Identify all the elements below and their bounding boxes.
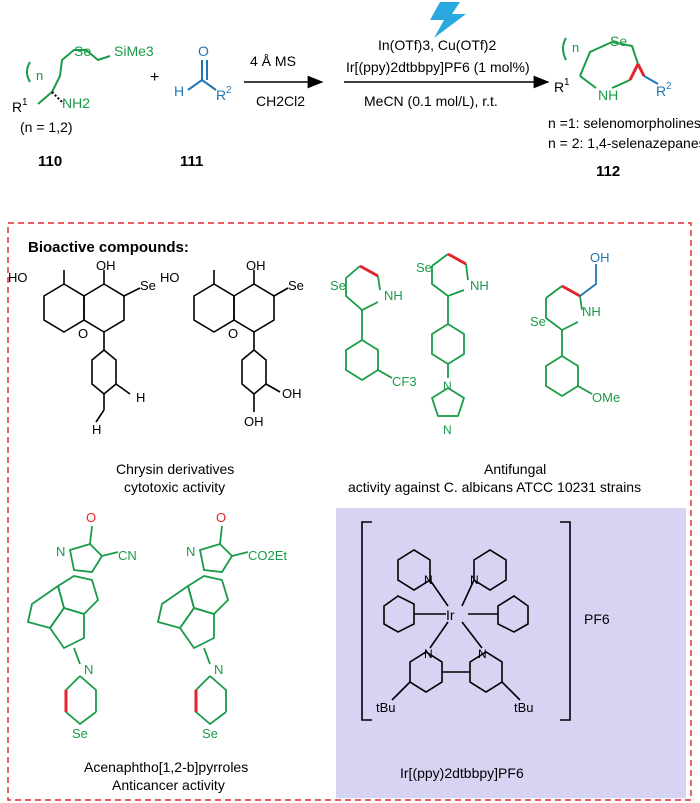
cat-atom-tbu-2: tBu: [514, 700, 534, 715]
chrysin1-atom-h2: H: [92, 422, 101, 437]
af2-atom-nh: NH: [470, 278, 489, 293]
atom-r2: R: [216, 87, 226, 103]
arrow2-below: MeCN (0.1 mol/L), r.t.: [364, 93, 498, 109]
antifungal-structure-2: [430, 252, 469, 417]
label-112: 112: [596, 163, 620, 180]
ac2-atom-o: O: [216, 510, 226, 525]
af2-atom-n2: N: [443, 423, 452, 437]
atom-sime3: SiMe3: [114, 43, 154, 59]
product-note-2: n = 2: 1,4-selenazepanes: [548, 135, 700, 151]
chrysin-caption-2: cytotoxic activity: [124, 479, 225, 495]
chrysin1-atom-oh: OH: [96, 258, 116, 273]
catalyst-panel: [336, 508, 686, 798]
product-atom-r2-sup: 2: [666, 81, 672, 92]
antifungal-structure-1: [345, 264, 393, 382]
label-111: 111: [180, 153, 203, 170]
product-atom-nh: NH: [598, 87, 618, 103]
chrysin-caption-1: Chrysin derivatives: [116, 461, 234, 477]
cat-atom-n4: N: [478, 647, 487, 661]
light-bolt-icon: [430, 2, 466, 38]
chrysin1-atom-ho: HO: [8, 270, 28, 285]
ac2-atom-n: N: [186, 544, 195, 559]
ac1-atom-se: Se: [72, 726, 88, 741]
af1-atom-se: Se: [330, 278, 346, 293]
product-atom-r1: R: [554, 79, 564, 95]
label-110: 110: [38, 153, 62, 170]
chrysin1-atom-se: Se: [140, 278, 156, 293]
af3-atom-oh: OH: [590, 250, 610, 265]
antifungal-caption-1: Antifungal: [484, 461, 546, 477]
cat-atom-tbu-1: tBu: [376, 700, 396, 715]
af1-atom-nh: NH: [384, 288, 403, 303]
ac2-atom-se: Se: [202, 726, 218, 741]
chrysin2-atom-oh3: OH: [244, 414, 264, 429]
reactant-111: [187, 60, 217, 91]
cat-atom-ir: Ir: [446, 607, 455, 623]
product-atom-r2: R: [656, 83, 666, 99]
product-112: [562, 37, 659, 89]
product-atom-n: n: [572, 40, 579, 55]
chrysin1-atom-o: O: [78, 326, 88, 341]
cat-atom-n3: N: [424, 647, 433, 661]
product-note-1: n =1: selenomorpholines: [548, 115, 700, 131]
box-title: Bioactive compounds:: [28, 239, 189, 256]
arrow1-below: CH2Cl2: [256, 93, 305, 109]
ac2-atom-co2et: CO2Et: [248, 548, 287, 563]
acenaphtho-structure-1: [26, 525, 119, 726]
bioactive-box: [7, 222, 692, 801]
plus-sign: +: [150, 69, 159, 86]
af3-atom-nh: NH: [582, 304, 601, 319]
ac1-atom-n2: N: [84, 662, 93, 677]
chrysin-structure-1: [43, 270, 141, 423]
cat-atom-n1: N: [424, 573, 433, 587]
atom-h: H: [174, 83, 184, 99]
arrow1-above: 4 Å MS: [250, 53, 296, 69]
catalyst-caption: Ir[(ppy)2dtbbpy]PF6: [400, 765, 524, 781]
chrysin2-atom-o: O: [228, 326, 238, 341]
ac1-atom-cn: CN: [118, 548, 137, 563]
acenaphtho-caption-2: Anticancer activity: [112, 777, 225, 793]
arrow2-above-1: In(OTf)3, Cu(OTf)2: [378, 37, 496, 53]
chrysin-structure-2: [193, 270, 289, 412]
chrysin2-atom-se: Se: [288, 278, 304, 293]
acenaphtho-caption-1: Acenaphtho[1,2-b]pyrroles: [84, 759, 248, 775]
ir-complex-structure: [383, 549, 529, 701]
atom-nh2: NH2: [62, 95, 90, 111]
ac2-atom-n2: N: [214, 662, 223, 677]
chrysin2-atom-oh2: OH: [282, 386, 302, 401]
atom-n-index: n: [36, 68, 43, 83]
ac1-atom-o: O: [86, 510, 96, 525]
product-atom-r1-sup: 1: [564, 77, 570, 88]
reactant-110: [26, 49, 111, 105]
antifungal-structure-3: [545, 264, 597, 398]
chrysin2-atom-ho: HO: [160, 270, 180, 285]
product-atom-se: Se: [610, 33, 627, 49]
arrow2-above-2: Ir[(ppy)2dtbbpy]PF6 (1 mol%): [346, 59, 530, 75]
atom-se: Se: [74, 43, 91, 59]
atom-r1: R: [12, 99, 22, 115]
ac1-atom-n: N: [56, 544, 65, 559]
antifungal-caption-2: activity against C. albicans ATCC 10231 …: [348, 479, 641, 495]
atom-o: O: [198, 43, 209, 59]
cat-pf6: PF6: [584, 611, 610, 627]
af3-atom-se: Se: [530, 314, 546, 329]
atom-r2-sup: 2: [226, 85, 232, 96]
cat-atom-n2: N: [470, 573, 479, 587]
chrysin1-atom-h1: H: [136, 390, 145, 405]
af1-atom-cf3: CF3: [392, 374, 417, 389]
acenaphtho-structure-2: [156, 525, 249, 726]
catalyst-brackets: [361, 521, 571, 721]
chrysin2-atom-oh: OH: [246, 258, 266, 273]
af3-atom-ome: OMe: [592, 390, 620, 405]
af2-atom-n1: N: [443, 379, 452, 393]
af2-atom-se: Se: [416, 260, 432, 275]
atom-r1-sup: 1: [22, 97, 28, 108]
condition-n: (n = 1,2): [20, 119, 73, 135]
